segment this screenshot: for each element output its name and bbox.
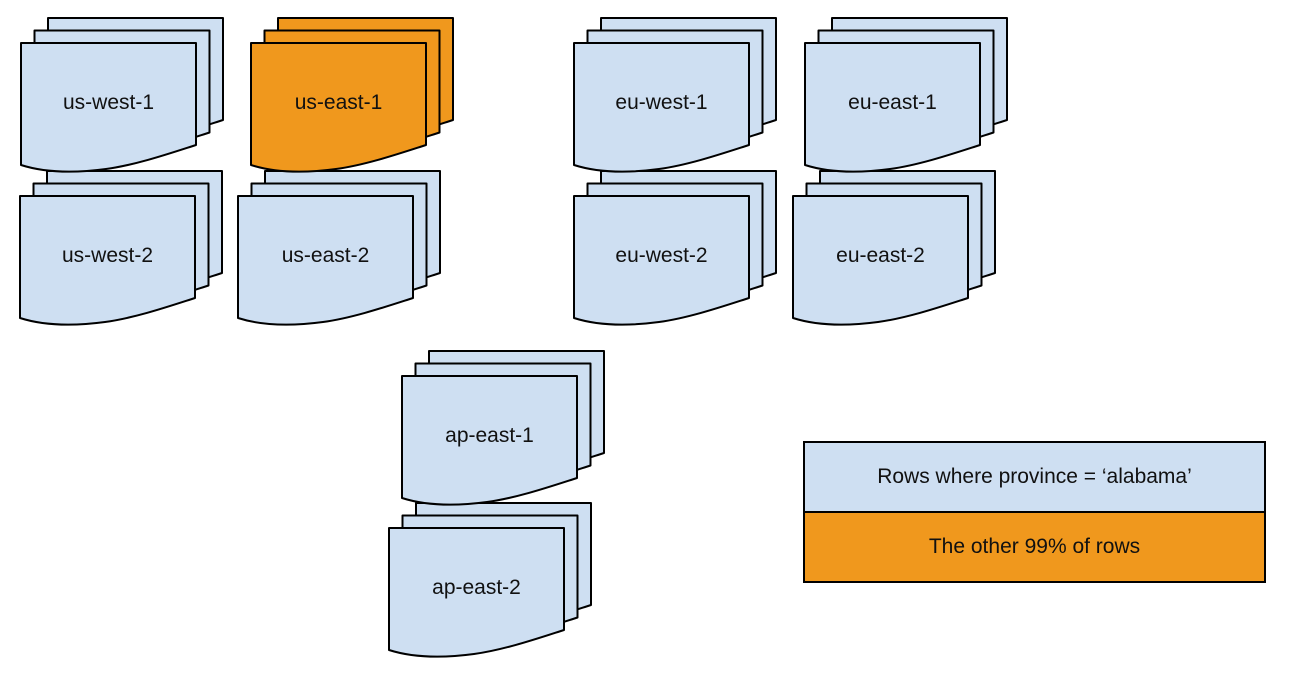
region-stack-us-east-1: us-east-1 [250,17,454,175]
region-stack-us-west-1: us-west-1 [20,17,224,175]
region-stack-eu-west-1: eu-west-1 [573,17,777,175]
document-stack-icon [388,502,592,660]
document-stack-icon [573,170,777,328]
document-stack-icon [20,17,224,175]
region-stack-us-east-2: us-east-2 [237,170,441,328]
region-stack-ap-east-2: ap-east-2 [388,502,592,660]
document-stack-icon [401,350,605,508]
legend-row-other-rows: The other 99% of rows [805,513,1264,581]
region-stack-eu-west-2: eu-west-2 [573,170,777,328]
document-stack-icon [250,17,454,175]
region-stack-eu-east-2: eu-east-2 [792,170,996,328]
legend-label-other-rows: The other 99% of rows [928,535,1141,558]
document-stack-icon [792,170,996,328]
region-stack-us-west-2: us-west-2 [19,170,223,328]
region-stack-ap-east-1: ap-east-1 [401,350,605,508]
region-stack-eu-east-1: eu-east-1 [804,17,1008,175]
document-stack-icon [19,170,223,328]
legend-row-alabama: Rows where province = ‘alabama’ [805,443,1264,513]
document-stack-icon [573,17,777,175]
document-stack-icon [804,17,1008,175]
legend-label-alabama: Rows where province = ‘alabama’ [877,465,1192,488]
document-stack-icon [237,170,441,328]
legend: Rows where province = ‘alabama’ The othe… [803,441,1266,583]
